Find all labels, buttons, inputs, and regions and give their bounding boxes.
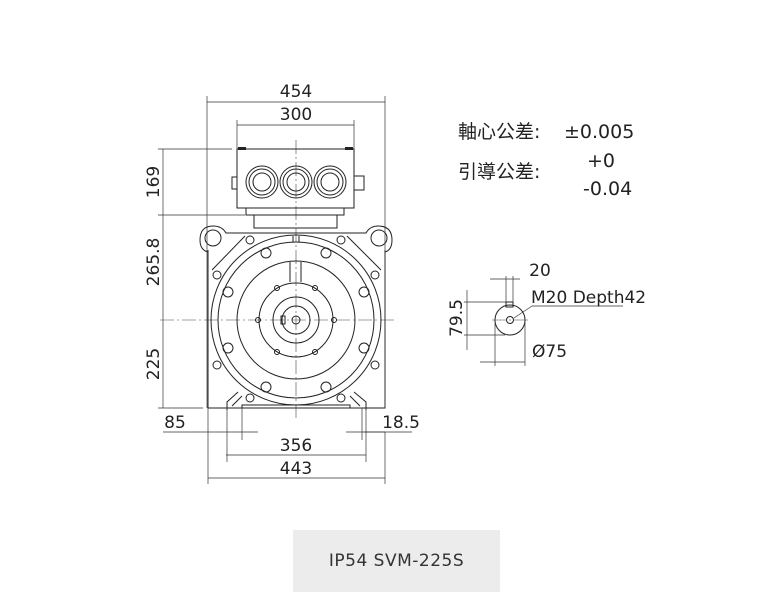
dim-base-width: 443 bbox=[280, 459, 312, 479]
dimension-lines bbox=[158, 96, 412, 484]
dim-overall-width: 454 bbox=[280, 82, 312, 102]
axis-tolerance-label: 軸心公差: bbox=[458, 121, 540, 143]
dim-upper-height: 265.8 bbox=[144, 238, 164, 287]
axis-tolerance-value: ±0.005 bbox=[564, 121, 634, 143]
dim-box-height: 169 bbox=[144, 166, 164, 198]
shaft-key-height: 79.5 bbox=[447, 299, 467, 337]
dim-foot-edge: 18.5 bbox=[382, 413, 420, 433]
shaft-key-width: 20 bbox=[529, 261, 551, 281]
dim-center-height: 225 bbox=[144, 348, 164, 380]
dim-foot-spacing: 356 bbox=[280, 436, 312, 456]
shaft-diameter: Ø75 bbox=[532, 342, 567, 362]
guide-tolerance-label: 引導公差: bbox=[458, 161, 540, 183]
shaft-thread-label: M20 Depth42 bbox=[531, 288, 646, 308]
dim-box-width: 300 bbox=[280, 105, 312, 125]
cable-gland bbox=[313, 165, 347, 199]
shaft-end-detail bbox=[464, 276, 623, 366]
terminal-box bbox=[231, 147, 365, 229]
guide-tolerance-lower: -0.04 bbox=[583, 178, 632, 200]
cable-gland bbox=[245, 165, 279, 199]
guide-tolerance-upper: +0 bbox=[587, 150, 615, 172]
model-caption: IP54 SVM-225S bbox=[293, 530, 500, 592]
dim-foot-offset: 85 bbox=[164, 413, 186, 433]
cable-gland bbox=[279, 165, 313, 199]
